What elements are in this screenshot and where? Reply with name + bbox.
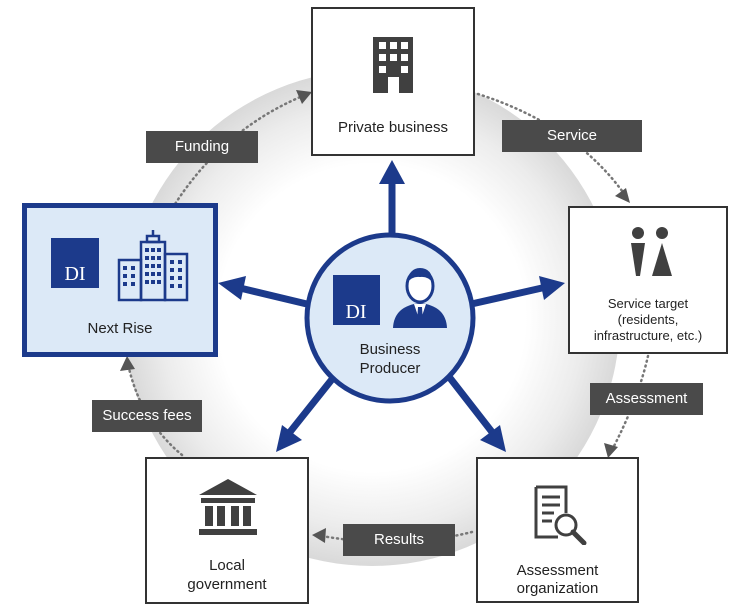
arrowhead-funding xyxy=(296,90,312,104)
success-fees-tag: Success fees xyxy=(92,400,202,432)
arrow-to-assessment xyxy=(447,375,495,435)
arrowhead-to-private xyxy=(379,160,405,184)
di-logo: DI xyxy=(51,238,99,288)
arrow-to-next xyxy=(239,284,312,309)
local-government-label-line1: Local xyxy=(209,557,245,574)
service-target-label-line2: (residents, xyxy=(617,312,679,327)
cycle-arrow-assessment xyxy=(610,354,650,452)
arrowhead-service xyxy=(615,188,630,203)
next-rise-label: Next Rise xyxy=(87,320,153,337)
assessment-organization-node: Assessment organization xyxy=(476,457,639,603)
arrowhead-to-service xyxy=(539,276,565,300)
arrowhead-assessment xyxy=(604,443,618,458)
local-government-node: Local government xyxy=(145,457,309,604)
arrowhead-success xyxy=(120,356,135,371)
private-business-label: Private business xyxy=(337,119,449,136)
arrowhead-to-next xyxy=(218,276,246,300)
arrowhead-to-local xyxy=(276,425,302,452)
business-producer-label-line2: Producer xyxy=(359,360,421,377)
producer-arrows xyxy=(218,160,565,452)
local-government-label-line2: government xyxy=(187,576,267,593)
funding-tag: Funding xyxy=(146,131,258,163)
business-person-icon xyxy=(393,268,447,328)
arrow-to-service xyxy=(466,284,543,309)
assessment-organization-label-line1: Assessment xyxy=(516,562,599,579)
arrow-to-local xyxy=(287,375,336,435)
center-di-logo-text: DI xyxy=(345,301,366,323)
arrowhead-to-assessment xyxy=(480,425,506,452)
center-di-logo xyxy=(333,275,380,325)
service-target-node: Service target (residents, infrastructur… xyxy=(568,206,728,354)
office-building-icon xyxy=(373,37,413,93)
private-business-node: Private business xyxy=(311,7,475,156)
business-producer-label-line1: Business xyxy=(359,341,421,358)
results-tag: Results xyxy=(343,524,455,556)
cycle-arrowheads xyxy=(120,90,630,543)
service-tag: Service xyxy=(502,120,642,152)
assessment-organization-label-line2: organization xyxy=(516,580,599,597)
cycle-arrow-success xyxy=(126,362,184,457)
next-rise-di-logo-text: DI xyxy=(64,263,85,285)
assessment-tag: Assessment xyxy=(590,383,703,415)
city-buildings-icon xyxy=(117,230,189,302)
arrowhead-results xyxy=(312,528,326,543)
document-search-icon xyxy=(534,485,587,545)
government-building-icon xyxy=(199,479,257,535)
people-icon xyxy=(631,227,672,276)
next-rise-node: DI Next Rise xyxy=(22,203,218,357)
service-target-label-line1: Service target xyxy=(607,296,689,311)
service-target-label-line3: infrastructure, etc.) xyxy=(593,328,703,343)
